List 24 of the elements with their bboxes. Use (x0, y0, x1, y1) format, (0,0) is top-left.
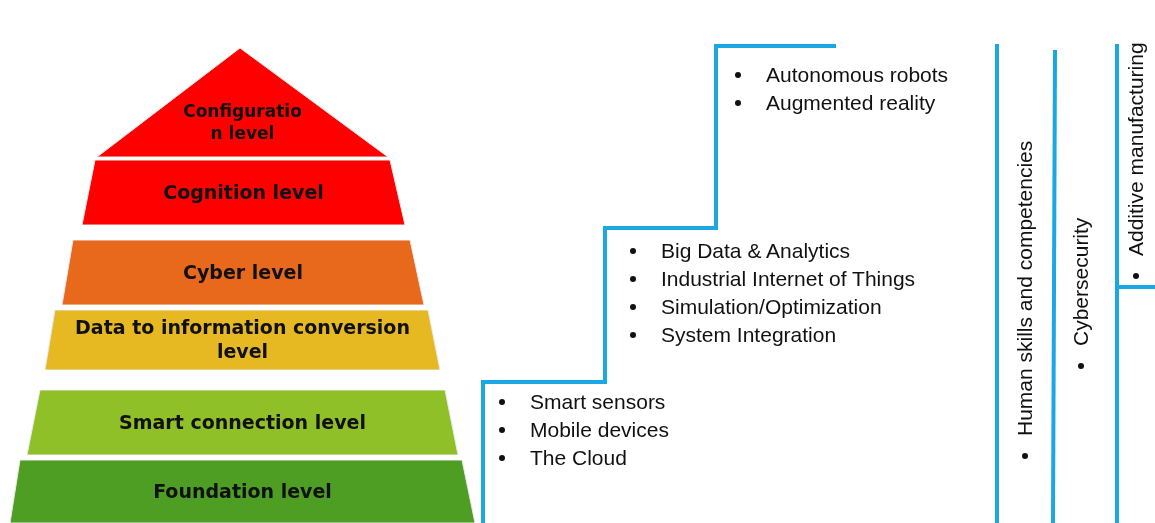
trapezoid-level (45, 310, 440, 370)
trapezoid-level (62, 240, 424, 305)
bullet-item: The Cloud (530, 445, 628, 471)
trapezoid-level (10, 460, 475, 523)
level-label: Smart connection level (119, 410, 366, 435)
trapezoid-level (82, 160, 405, 225)
level-label: Foundation level (153, 479, 332, 504)
vertical-bullet-item: Cybersecurity (1069, 217, 1093, 346)
bullet-item: Big Data & Analytics (661, 238, 852, 264)
bullet-item: Augmented reality (766, 90, 937, 116)
level-label: Data to information conversion level (74, 316, 411, 364)
level-label: Cyber level (183, 260, 303, 285)
vertical-bullet-item: Human skills and competencies (1013, 140, 1037, 436)
bullet-item: System Integration (661, 322, 838, 348)
bullet-item: Simulation/Optimization (661, 294, 883, 320)
level-label: Cognition level (163, 180, 324, 205)
bullet-item: Mobile devices (530, 417, 669, 443)
vertical-bullet-item: Additive manufacturing (1124, 42, 1148, 256)
bullet-item: Smart sensors (530, 389, 667, 415)
bullet-item: Autonomous robots (766, 62, 949, 88)
bullet-item: Industrial Internet of Things (661, 266, 916, 292)
trapezoid-level (27, 390, 458, 455)
level-label: Configuration level (182, 101, 303, 144)
triangle-level (97, 48, 388, 157)
